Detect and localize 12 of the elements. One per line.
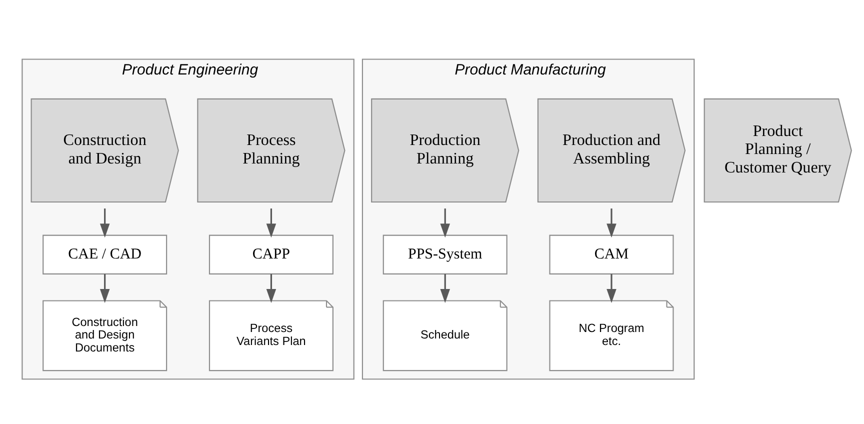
arrow	[440, 208, 450, 238]
arrow	[99, 273, 110, 302]
arrow	[99, 208, 110, 238]
node-box: CAE / CAD	[42, 234, 167, 274]
arrow	[440, 273, 450, 302]
arrow	[266, 208, 276, 238]
node-box: PPS-System	[382, 234, 507, 274]
node-box: CAM	[548, 234, 674, 274]
arrow	[606, 273, 616, 302]
node-box: CAPP	[208, 234, 333, 274]
arrow	[266, 273, 276, 302]
arrow	[606, 208, 616, 238]
